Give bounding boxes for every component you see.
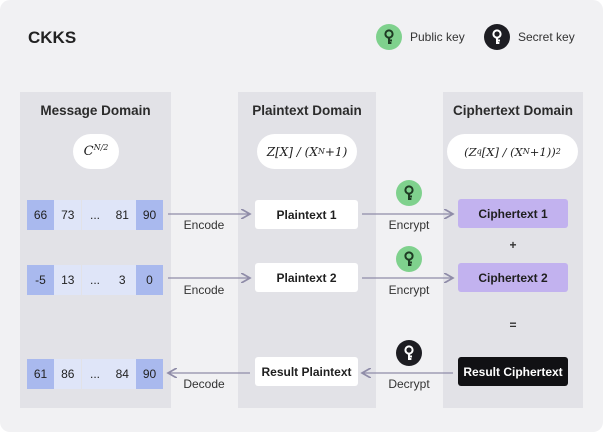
plaintext-2-box: Plaintext 2 [255,263,358,292]
vector-cell: 90 [136,200,163,230]
ciphertext-2-box: Ciphertext 2 [458,263,568,292]
vector-cell: 90 [136,359,163,389]
vector-cell: 3 [108,265,136,295]
secret-key-icon [484,24,510,50]
equals-operator: = [509,318,517,332]
decode-label: Decode [183,377,225,391]
public-key-icon [376,24,402,50]
plus-operator: + [509,238,517,252]
vector-cell: ... [81,265,109,295]
secret-key-icon [396,340,422,366]
vector-cell: 61 [27,359,54,389]
encode-label-2: Encode [183,283,225,297]
legend-public-key: Public key [376,24,465,50]
encode-label-1: Encode [183,218,225,232]
vector-cell: ... [81,200,109,230]
diagram-title: CKKS [28,28,77,47]
legend-secret-key: Secret key [484,24,575,50]
message-domain-title: Message Domain [40,103,151,118]
vector-cell: 73 [54,200,82,230]
decrypt-label: Decrypt [388,377,430,391]
vector-cell: 84 [108,359,136,389]
vector-cell: ... [81,359,109,389]
plaintext-1-box: Plaintext 1 [255,200,358,229]
legend-public-label: Public key [410,30,465,44]
encrypt-label-1: Encrypt [388,218,430,232]
message-vector-1: 66 73 ... 81 90 [27,200,163,230]
result-plaintext-box: Result Plaintext [255,357,358,386]
vector-cell: 86 [54,359,82,389]
vector-cell: 81 [108,200,136,230]
result-vector: 61 86 ... 84 90 [27,359,163,389]
vector-cell: 13 [54,265,82,295]
legend-secret-label: Secret key [518,30,575,44]
encrypt-label-2: Encrypt [388,283,430,297]
public-key-icon [396,246,422,272]
vector-cell: 66 [27,200,54,230]
ciphertext-domain-title: Ciphertext Domain [452,103,574,118]
result-ciphertext-box: Result Ciphertext [458,357,568,386]
ciphertext-1-box: Ciphertext 1 [458,199,568,228]
public-key-icon [396,180,422,206]
vector-cell: -5 [27,265,54,295]
message-vector-2: -5 13 ... 3 0 [27,265,163,295]
vector-cell: 0 [136,265,163,295]
plaintext-domain-title: Plaintext Domain [252,103,362,118]
